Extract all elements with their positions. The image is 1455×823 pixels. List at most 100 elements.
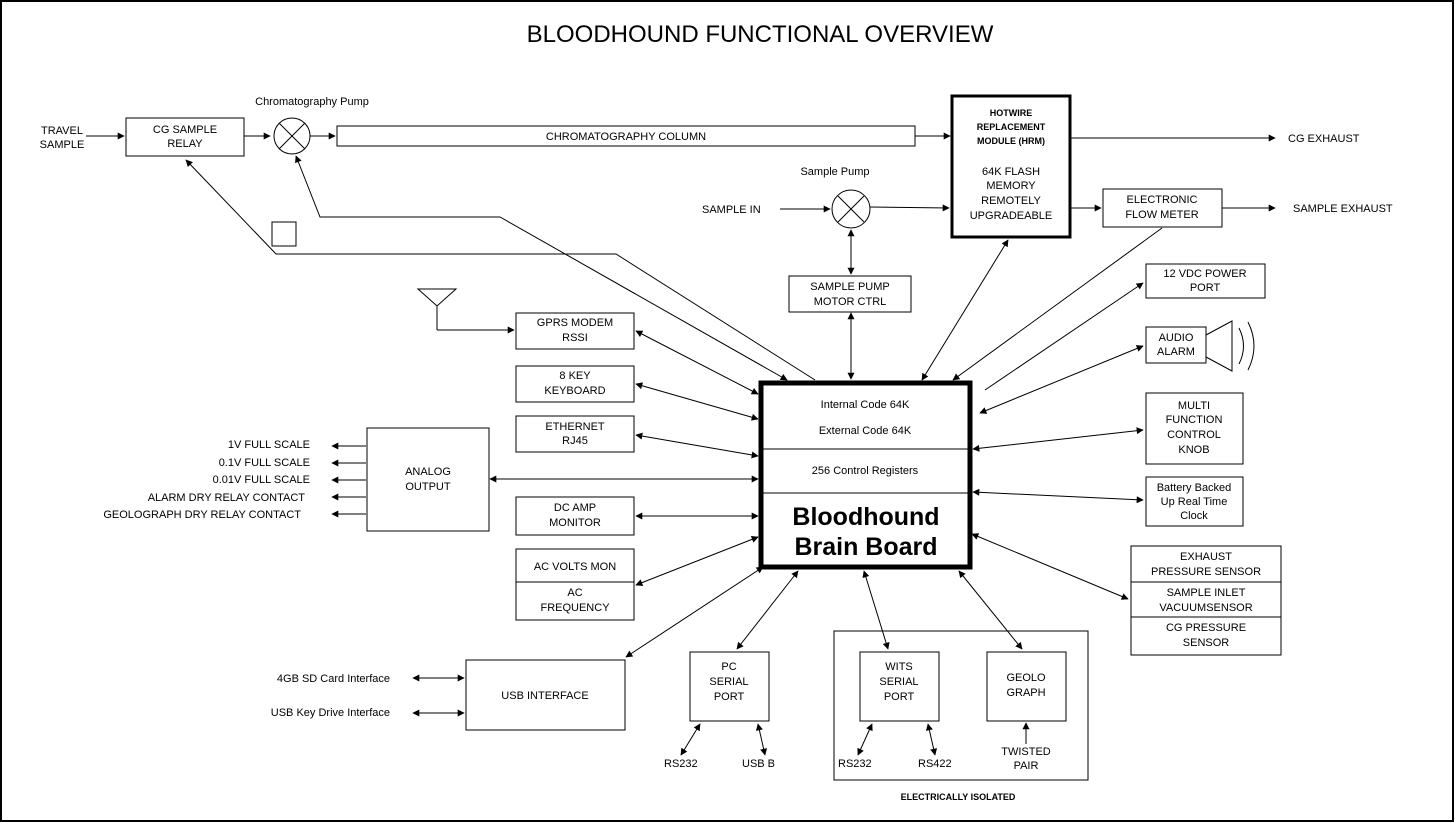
svg-text:FREQUENCY: FREQUENCY	[540, 602, 610, 614]
svg-text:PORT: PORT	[714, 691, 745, 703]
svg-text:WITS: WITS	[885, 661, 913, 673]
hrm-block: HOTWIRE REPLACEMENT MODULE (HRM) 64K FLA…	[950, 94, 1072, 239]
svg-text:Battery Backed: Battery Backed	[1157, 482, 1232, 494]
cg-exhaust-label: CG EXHAUST	[1288, 133, 1360, 145]
svg-text:CONTROL: CONTROL	[1167, 429, 1221, 441]
ethernet-block: ETHERNET RJ45	[515, 415, 635, 453]
svg-text:CG PRESSURE: CG PRESSURE	[1166, 622, 1246, 634]
knob-arrow	[972, 427, 1144, 452]
svg-text:RS232: RS232	[838, 758, 872, 770]
svg-text:FLOW METER: FLOW METER	[1125, 209, 1198, 221]
svg-text:PRESSURE SENSOR: PRESSURE SENSOR	[1151, 566, 1261, 578]
relay-junction-square	[271, 221, 297, 247]
svg-text:ELECTRONIC: ELECTRONIC	[1127, 194, 1198, 206]
svg-text:VACUUMSENSOR: VACUUMSENSOR	[1159, 602, 1252, 614]
svg-text:KEYBOARD: KEYBOARD	[544, 385, 605, 397]
analog-output-list: 1V FULL SCALE 0.1V FULL SCALE 0.01V FULL…	[103, 439, 366, 521]
brain-board-block: Internal Code 64K External Code 64K 256 …	[758, 380, 973, 570]
svg-text:RSSI: RSSI	[562, 332, 588, 344]
svg-text:MEMORY: MEMORY	[986, 180, 1036, 192]
svg-text:Up Real Time: Up Real Time	[1161, 496, 1228, 508]
pressure-sensors-block: EXHAUST PRESSURE SENSOR SAMPLE INLET VAC…	[1130, 545, 1282, 656]
svg-text:GEOLOGRAPH DRY RELAY CONTACT: GEOLOGRAPH DRY RELAY CONTACT	[103, 509, 301, 521]
ac-monitor-block: AC VOLTS MON AC FREQUENCY	[515, 548, 635, 621]
relay-control-line	[185, 159, 816, 381]
real-time-clock-block: Battery Backed Up Real Time Clock	[1145, 476, 1244, 527]
wits-rs232-arrow	[857, 723, 873, 756]
pump-control-line	[295, 155, 788, 381]
svg-text:CG SAMPLE: CG SAMPLE	[153, 124, 217, 136]
svg-text:MODULE (HRM): MODULE (HRM)	[977, 136, 1045, 146]
hrm-to-brain-arrow	[921, 239, 1009, 381]
sample-pump-icon	[831, 189, 871, 229]
usb-key-label: USB Key Drive Interface	[271, 707, 390, 719]
svg-text:ETHERNET: ETHERNET	[545, 421, 605, 433]
chromatography-column-block: CHROMATOGRAPHY COLUMN	[336, 125, 916, 147]
chromatography-pump-label: Chromatography Pump	[255, 96, 369, 108]
svg-text:USB INTERFACE: USB INTERFACE	[501, 690, 588, 702]
travel-sample-label: TRAVEL SAMPLE	[40, 125, 85, 151]
svg-text:ANALOG: ANALOG	[405, 466, 451, 478]
svg-text:PAIR: PAIR	[1014, 760, 1039, 772]
svg-text:GPRS MODEM: GPRS MODEM	[537, 317, 613, 329]
svg-text:SERIAL: SERIAL	[879, 676, 918, 688]
sample-pump-motor-ctrl-block: SAMPLE PUMP MOTOR CTRL	[788, 275, 912, 313]
gprs-arrow	[635, 330, 759, 395]
svg-text:RELAY: RELAY	[167, 138, 203, 150]
svg-text:64K FLASH: 64K FLASH	[982, 166, 1040, 178]
flow-meter-to-brain-arrow	[952, 227, 1163, 381]
svg-text:256 Control Registers: 256 Control Registers	[812, 465, 919, 477]
gprs-modem-block: GPRS MODEM RSSI	[515, 312, 635, 350]
svg-text:SAMPLE INLET: SAMPLE INLET	[1167, 587, 1246, 599]
wits-rs422-arrow	[925, 723, 938, 756]
svg-text:UPGRADEABLE: UPGRADEABLE	[970, 210, 1053, 222]
electrically-isolated-group: WITS SERIAL PORT GEOLO GRAPH RS232 RS422…	[833, 630, 1089, 781]
pc-usbb-label: USB B	[742, 758, 775, 770]
pc-serial-arrow	[736, 570, 799, 650]
speaker-icon	[1205, 320, 1255, 372]
pc-usbb-arrow	[755, 723, 768, 756]
svg-text:TRAVEL: TRAVEL	[41, 125, 83, 137]
pc-rs232-label: RS232	[664, 758, 698, 770]
svg-text:GEOLO: GEOLO	[1006, 672, 1046, 684]
svg-text:KNOB: KNOB	[1178, 444, 1209, 456]
cg-sample-relay-block: CG SAMPLE RELAY	[125, 117, 245, 157]
svg-text:OUTPUT: OUTPUT	[405, 481, 451, 493]
multi-function-knob-block: MULTI FUNCTION CONTROL KNOB	[1145, 392, 1244, 465]
audio-alarm-block: AUDIO ALARM	[1145, 326, 1207, 364]
electronic-flow-meter-block: ELECTRONIC FLOW METER	[1102, 188, 1223, 228]
svg-text:REMOTELY: REMOTELY	[981, 195, 1041, 207]
svg-text:ALARM: ALARM	[1157, 346, 1195, 358]
geolograph-arrow	[958, 570, 1023, 650]
svg-text:PC: PC	[721, 661, 736, 673]
antenna-icon	[416, 288, 458, 330]
keyboard-block: 8 KEY KEYBOARD	[515, 365, 635, 403]
usb-interface-block: USB INTERFACE	[465, 659, 626, 731]
rtc-arrow	[972, 488, 1144, 504]
sample-exhaust-label: SAMPLE EXHAUST	[1293, 203, 1393, 215]
svg-text:AUDIO: AUDIO	[1159, 332, 1194, 344]
svg-text:MULTI: MULTI	[1178, 400, 1210, 412]
svg-text:Brain Board: Brain Board	[794, 533, 937, 561]
keyboard-arrow	[635, 382, 759, 421]
power-port-block: 12 VDC POWER PORT	[1145, 263, 1266, 299]
sensors-arrow	[971, 533, 1129, 600]
svg-text:MOTOR CTRL: MOTOR CTRL	[814, 296, 887, 308]
svg-text:8 KEY: 8 KEY	[559, 370, 591, 382]
svg-text:RS422: RS422	[918, 758, 952, 770]
svg-text:MONITOR: MONITOR	[549, 517, 601, 529]
svg-text:SENSOR: SENSOR	[1183, 637, 1230, 649]
svg-text:1V FULL SCALE: 1V FULL SCALE	[228, 439, 310, 451]
ac-monitor-arrow	[635, 536, 759, 586]
svg-text:RJ45: RJ45	[562, 435, 588, 447]
svg-text:AC VOLTS MON: AC VOLTS MON	[534, 561, 616, 573]
svg-text:Internal Code 64K: Internal Code 64K	[821, 399, 910, 411]
pc-serial-port-block: PC SERIAL PORT	[689, 651, 770, 722]
svg-text:FUNCTION: FUNCTION	[1166, 414, 1223, 426]
ethernet-arrow	[635, 432, 759, 459]
svg-text:PORT: PORT	[1190, 282, 1221, 294]
svg-text:HOTWIRE: HOTWIRE	[990, 108, 1033, 118]
svg-text:Clock: Clock	[1180, 510, 1208, 522]
svg-text:SAMPLE PUMP: SAMPLE PUMP	[810, 281, 889, 293]
